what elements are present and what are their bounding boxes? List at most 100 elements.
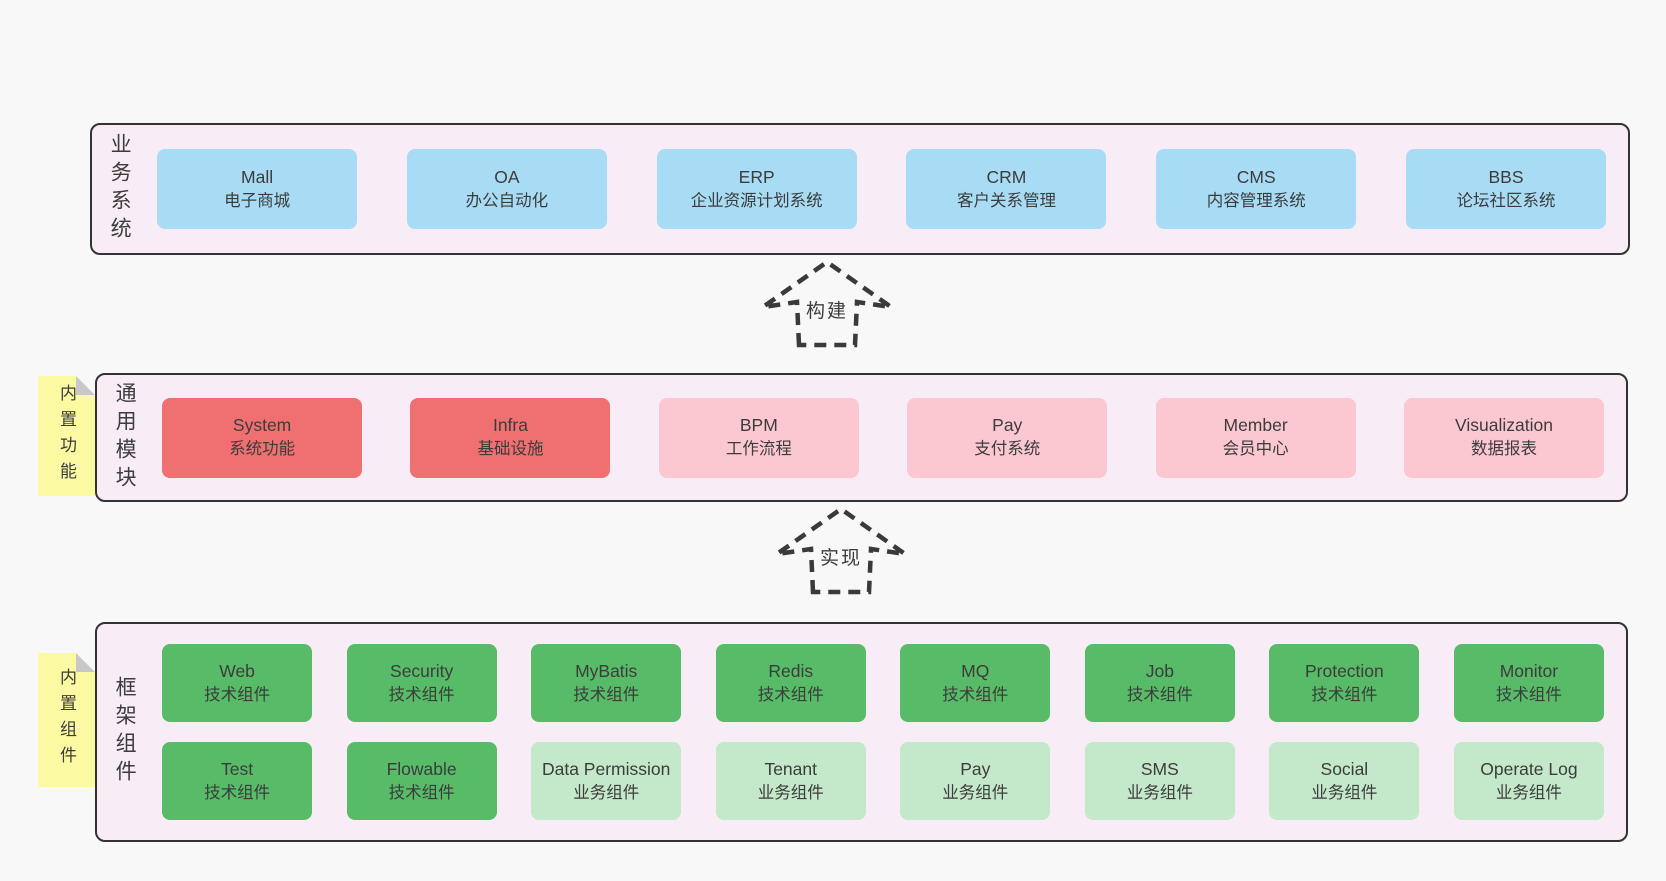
component-box-job: Job 技术组件 xyxy=(1084,644,1235,722)
component-name: BBS xyxy=(1488,166,1524,187)
component-box-bbs: BBS 论坛社区系统 xyxy=(1406,149,1606,229)
component-name: Member xyxy=(1223,415,1288,436)
component-box-erp: ERP 企业资源计划系统 xyxy=(656,149,857,229)
sticky-tag-built-in-components: 内置组件 xyxy=(38,653,95,787)
component-desc: 业务组件 xyxy=(573,783,640,802)
component-name: Test xyxy=(221,758,254,779)
component-box-pay: Pay 支付系统 xyxy=(907,397,1108,478)
component-desc: 论坛社区系统 xyxy=(1456,191,1556,210)
component-box-web: Web 技术组件 xyxy=(162,644,313,722)
arrow-label: 构建 xyxy=(800,295,854,324)
component-name: Mall xyxy=(241,166,274,187)
component-box-mq: MQ 技术组件 xyxy=(900,644,1051,722)
component-name: Web xyxy=(219,660,255,681)
component-row: System 系统功能 Infra 基础设施 BPM 工作流程 Pay 支付系统 Member 会… xyxy=(162,397,1604,478)
component-desc: 客户关系管理 xyxy=(956,191,1056,210)
component-name: Protection xyxy=(1304,660,1384,681)
component-desc: 数据报表 xyxy=(1470,440,1537,459)
component-desc: 系统功能 xyxy=(229,440,296,459)
component-desc: 支付系统 xyxy=(974,440,1041,459)
component-name: BPM xyxy=(739,415,778,436)
component-name: MQ xyxy=(961,660,990,681)
component-desc: 技术组件 xyxy=(757,685,824,704)
component-desc: 业务组件 xyxy=(1126,783,1193,802)
panel-title-vertical: 业务系统 xyxy=(108,133,132,245)
up-arrow-icon xyxy=(761,259,893,348)
sticky-tag-label: 内置功能 xyxy=(57,384,76,488)
component-desc: 技术组件 xyxy=(1126,685,1193,704)
component-desc: 技术组件 xyxy=(1311,685,1378,704)
component-name: Infra xyxy=(492,415,528,436)
component-name: CMS xyxy=(1236,166,1276,187)
component-desc: 企业资源计划系统 xyxy=(690,191,823,210)
component-desc: 会员中心 xyxy=(1222,440,1289,459)
component-desc: 技术组件 xyxy=(204,685,271,704)
panel-common-modules: 通用模块 System 系统功能 Infra 基础设施 BPM 工作流程 Pay 支付系统 Me… xyxy=(95,373,1628,502)
component-name: Flowable xyxy=(386,758,457,779)
component-box-protection: Protection 技术组件 xyxy=(1269,644,1420,722)
component-desc: 技术组件 xyxy=(1495,685,1562,704)
component-name: System xyxy=(232,415,292,436)
component-box-bpm: BPM 工作流程 xyxy=(658,397,859,478)
component-name: Social xyxy=(1320,758,1369,779)
component-desc: 工作流程 xyxy=(725,440,792,459)
sticky-tag-built-in-features: 内置功能 xyxy=(38,376,95,496)
component-desc: 内容管理系统 xyxy=(1206,191,1306,210)
component-desc: 业务组件 xyxy=(942,783,1009,802)
component-name: Security xyxy=(390,660,454,681)
component-box-system: System 系统功能 xyxy=(162,397,363,478)
component-desc: 业务组件 xyxy=(757,783,824,802)
component-name: Redis xyxy=(768,660,814,681)
component-name: MyBatis xyxy=(575,660,638,681)
folded-corner xyxy=(76,376,95,395)
component-box-mybatis: MyBatis 技术组件 xyxy=(531,644,682,722)
component-name: OA xyxy=(494,166,520,187)
component-box-mall: Mall 电子商城 xyxy=(157,149,358,229)
component-desc: 技术组件 xyxy=(942,685,1009,704)
component-box-member: Member 会员中心 xyxy=(1155,397,1356,478)
component-box-tenant: Tenant 业务组件 xyxy=(715,742,866,820)
component-name: Job xyxy=(1145,660,1174,681)
component-name: Operate Log xyxy=(1480,758,1578,779)
component-box-flowable: Flowable 技术组件 xyxy=(346,742,497,820)
dashed-up-arrow-build: 构建 xyxy=(757,257,897,349)
panel-rows: System 系统功能 Infra 基础设施 BPM 工作流程 Pay 支付系统 Member 会… xyxy=(162,375,1604,500)
component-desc: 技术组件 xyxy=(388,783,455,802)
dashed-up-arrow-implement: 实现 xyxy=(771,504,911,596)
component-box-pay: Pay 业务组件 xyxy=(900,742,1051,820)
component-desc: 基础设施 xyxy=(477,440,544,459)
component-name: ERP xyxy=(738,166,775,187)
component-name: Visualization xyxy=(1455,415,1553,436)
component-name: Pay xyxy=(992,415,1023,436)
sticky-tag-label: 内置组件 xyxy=(57,668,76,772)
component-name: Pay xyxy=(960,758,991,779)
component-box-cms: CMS 内容管理系统 xyxy=(1156,149,1357,229)
component-box-social: Social 业务组件 xyxy=(1269,742,1420,820)
up-arrow-icon xyxy=(775,506,907,595)
component-name: SMS xyxy=(1140,758,1179,779)
component-box-redis: Redis 技术组件 xyxy=(715,644,866,722)
panel-title-vertical: 通用模块 xyxy=(113,381,137,494)
folded-corner xyxy=(76,653,95,672)
component-desc: 技术组件 xyxy=(573,685,640,704)
component-box-sms: SMS 业务组件 xyxy=(1084,742,1235,820)
component-name: Tenant xyxy=(764,758,817,779)
panel-title-vertical: 框架组件 xyxy=(113,676,137,788)
component-desc: 电子商城 xyxy=(224,191,291,210)
component-desc: 业务组件 xyxy=(1311,783,1378,802)
